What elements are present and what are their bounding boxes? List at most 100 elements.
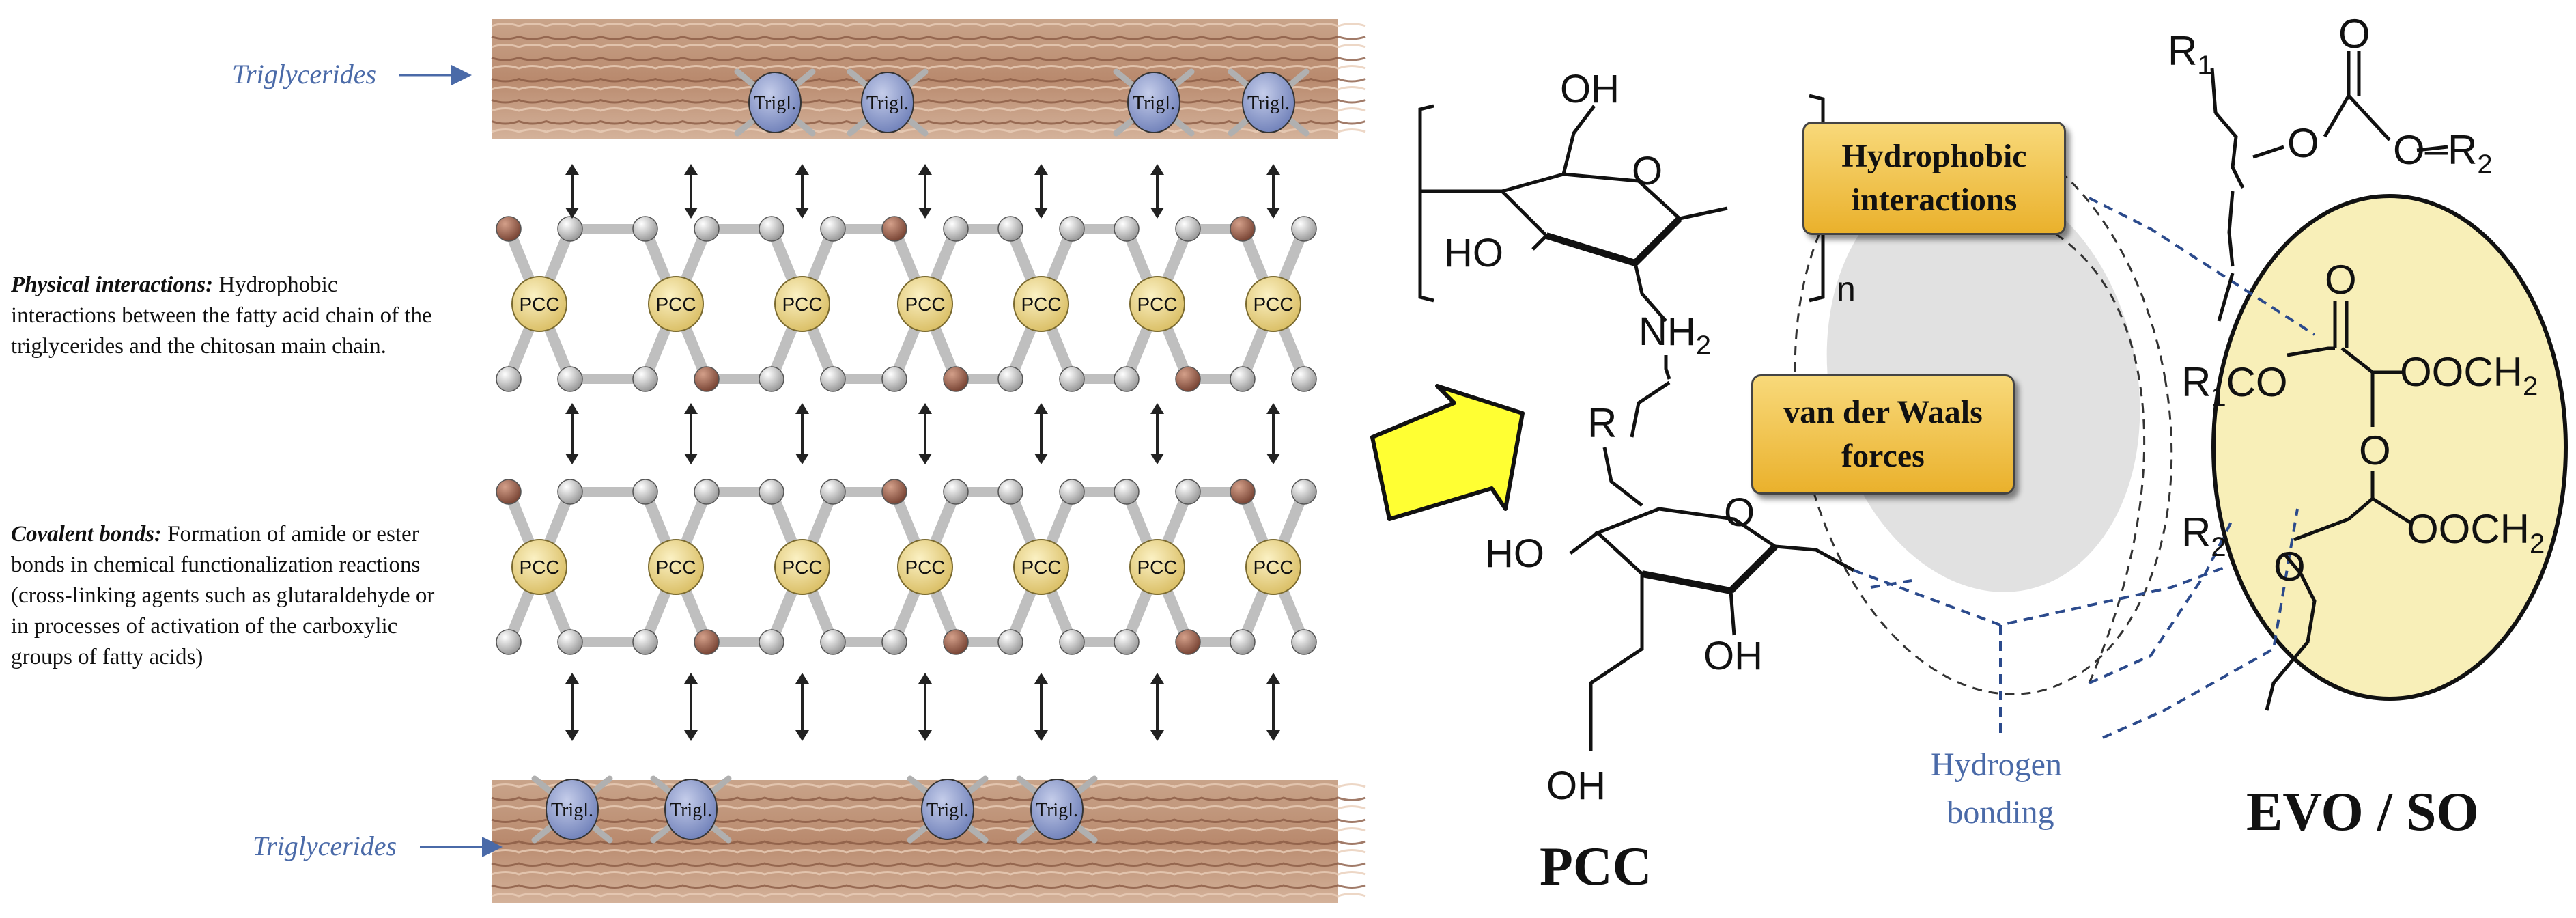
- chem-r1co: R1CO: [2181, 359, 2288, 412]
- covalent-bonds-description: Covalent bonds: Formation of amide or es…: [11, 519, 448, 673]
- double-arrow: [1150, 403, 1164, 464]
- pcc-unit: PCC: [511, 539, 567, 595]
- pcc-label: PCC: [905, 557, 945, 578]
- chem-ooch2-bottom: OOCH2: [2407, 506, 2545, 559]
- chem-oh-end: OH: [1546, 764, 1606, 808]
- chem-ring-o-top: O: [1632, 149, 1662, 193]
- pcc-unit: PCC: [774, 539, 830, 595]
- covalent-title: Covalent bonds:: [11, 522, 162, 546]
- double-arrow: [684, 673, 698, 741]
- chem-ooch2-top: OOCH2: [2400, 349, 2538, 402]
- double-arrow: [795, 403, 809, 464]
- double-arrow: [684, 403, 698, 464]
- pcc-unit: PCC: [774, 276, 830, 332]
- double-arrow: [1034, 673, 1048, 741]
- chem-ho-top: HO: [1444, 231, 1503, 275]
- pcc-chain-upper: PCC PCC PCC PCC PCC PCC PCC: [496, 216, 1317, 392]
- trigl-label: Trigl.: [1036, 800, 1078, 821]
- pcc-label: PCC: [905, 294, 945, 315]
- triglyceride-bottom-4: Trigl.: [1016, 775, 1098, 844]
- chem-o-keto: O: [2325, 257, 2357, 303]
- chem-o-carbonate-left: O: [2287, 120, 2319, 166]
- pcc-label: PCC: [519, 294, 559, 315]
- pcc-unit: PCC: [1129, 539, 1185, 595]
- trigl-label: Trigl.: [866, 93, 909, 114]
- pcc-label: PCC: [1021, 294, 1061, 315]
- pcc-label: PCC: [1021, 557, 1061, 578]
- double-arrow: [918, 673, 932, 741]
- pcc-unit: PCC: [1129, 276, 1185, 332]
- trigl-label: Trigl.: [1247, 93, 1290, 114]
- triglyceride-top-1: Trigl.: [734, 68, 816, 137]
- physical-title: Physical interactions:: [11, 273, 214, 297]
- double-arrow: [1266, 164, 1280, 219]
- trigl-label: Trigl.: [551, 800, 593, 821]
- interaction-arrows: [565, 164, 1280, 741]
- chitosan-ring-top: [1418, 94, 1825, 438]
- double-arrow: [1150, 673, 1164, 741]
- trigl-label: Trigl.: [1133, 93, 1175, 114]
- pcc-label: PCC: [1253, 294, 1293, 315]
- evo-so-structure: [2210, 51, 2448, 711]
- double-arrow: [684, 164, 698, 219]
- dashed-boundary-inner: [2041, 224, 2146, 684]
- double-arrow: [1266, 673, 1280, 741]
- physical-text: Hydrophobic interactions between the fat…: [11, 273, 432, 359]
- hydrogen-bonding-label: Hydrogen bonding: [1931, 747, 2070, 831]
- triglyceride-band-bottom: Trigl. Trigl. Trigl. Trigl.: [491, 775, 1366, 903]
- double-arrow: [1150, 164, 1164, 219]
- double-arrow: [565, 673, 579, 741]
- chem-ring-o-bottom: O: [1724, 490, 1755, 535]
- trigl-label: Trigl.: [754, 93, 796, 114]
- pcc-unit: PCC: [511, 276, 567, 332]
- pcc-chain-lower: PCC PCC PCC PCC PCC PCC PCC: [496, 479, 1317, 655]
- triglyceride-bottom-1: Trigl.: [531, 775, 613, 844]
- pcc-label: PCC: [1137, 294, 1177, 315]
- pcc-unit: PCC: [897, 539, 953, 595]
- pcc-unit: PCC: [648, 276, 704, 332]
- triglyceride-top-4: Trigl.: [1228, 68, 1310, 137]
- pcc-unit: PCC: [897, 276, 953, 332]
- covalent-text: Formation of amide or ester bonds in che…: [11, 522, 435, 669]
- triglyceride-top-3: Trigl.: [1113, 68, 1195, 137]
- trigl-label: Trigl.: [670, 800, 712, 821]
- pcc-label: PCC: [655, 557, 696, 578]
- chem-ho-bottom: HO: [1485, 531, 1544, 576]
- chitosan-ring-bottom: [1569, 447, 1855, 751]
- pcc-label: PCC: [655, 294, 696, 315]
- pcc-title: PCC: [1540, 837, 1652, 897]
- transition-arrow: [1370, 384, 1525, 521]
- chem-o-ring-bottom: O: [2274, 544, 2306, 589]
- evo-so-title: EVO / SO: [2246, 782, 2479, 842]
- double-arrow: [918, 403, 932, 464]
- double-arrow: [1034, 403, 1048, 464]
- triglyceride-band-top: Trigl. Trigl. Trigl. Trigl.: [491, 19, 1366, 139]
- pcc-unit: PCC: [1013, 276, 1069, 332]
- chem-o-r2-top: O–R2: [2393, 127, 2493, 180]
- double-arrow: [565, 403, 579, 464]
- chem-o-bridge: O: [2359, 428, 2391, 473]
- chem-nh2: NH2: [1639, 309, 1711, 361]
- pcc-label: PCC: [519, 557, 559, 578]
- double-arrow: [795, 164, 809, 219]
- pcc-label: PCC: [1253, 557, 1293, 578]
- double-arrow: [918, 164, 932, 219]
- pcc-unit: PCC: [1245, 276, 1301, 332]
- pcc-label: PCC: [1137, 557, 1177, 578]
- chem-r2-ring: R2: [2181, 510, 2226, 562]
- hydrogen-bond-lines: [1853, 197, 2316, 739]
- physical-interactions-description: Physical interactions: Hydrophobic inter…: [11, 270, 448, 362]
- pcc-label: PCC: [782, 294, 822, 315]
- chem-n-subscript: n: [1837, 270, 1856, 308]
- chem-oh-bottom: OH: [1703, 634, 1763, 678]
- double-arrow: [1034, 164, 1048, 219]
- triglyceride-top-2: Trigl.: [847, 68, 929, 137]
- triglyceride-bottom-2: Trigl.: [650, 775, 732, 844]
- triglyceride-bottom-3: Trigl.: [907, 775, 989, 844]
- trigl-label: Trigl.: [926, 800, 969, 821]
- double-arrow: [1266, 403, 1280, 464]
- pcc-unit: PCC: [648, 539, 704, 595]
